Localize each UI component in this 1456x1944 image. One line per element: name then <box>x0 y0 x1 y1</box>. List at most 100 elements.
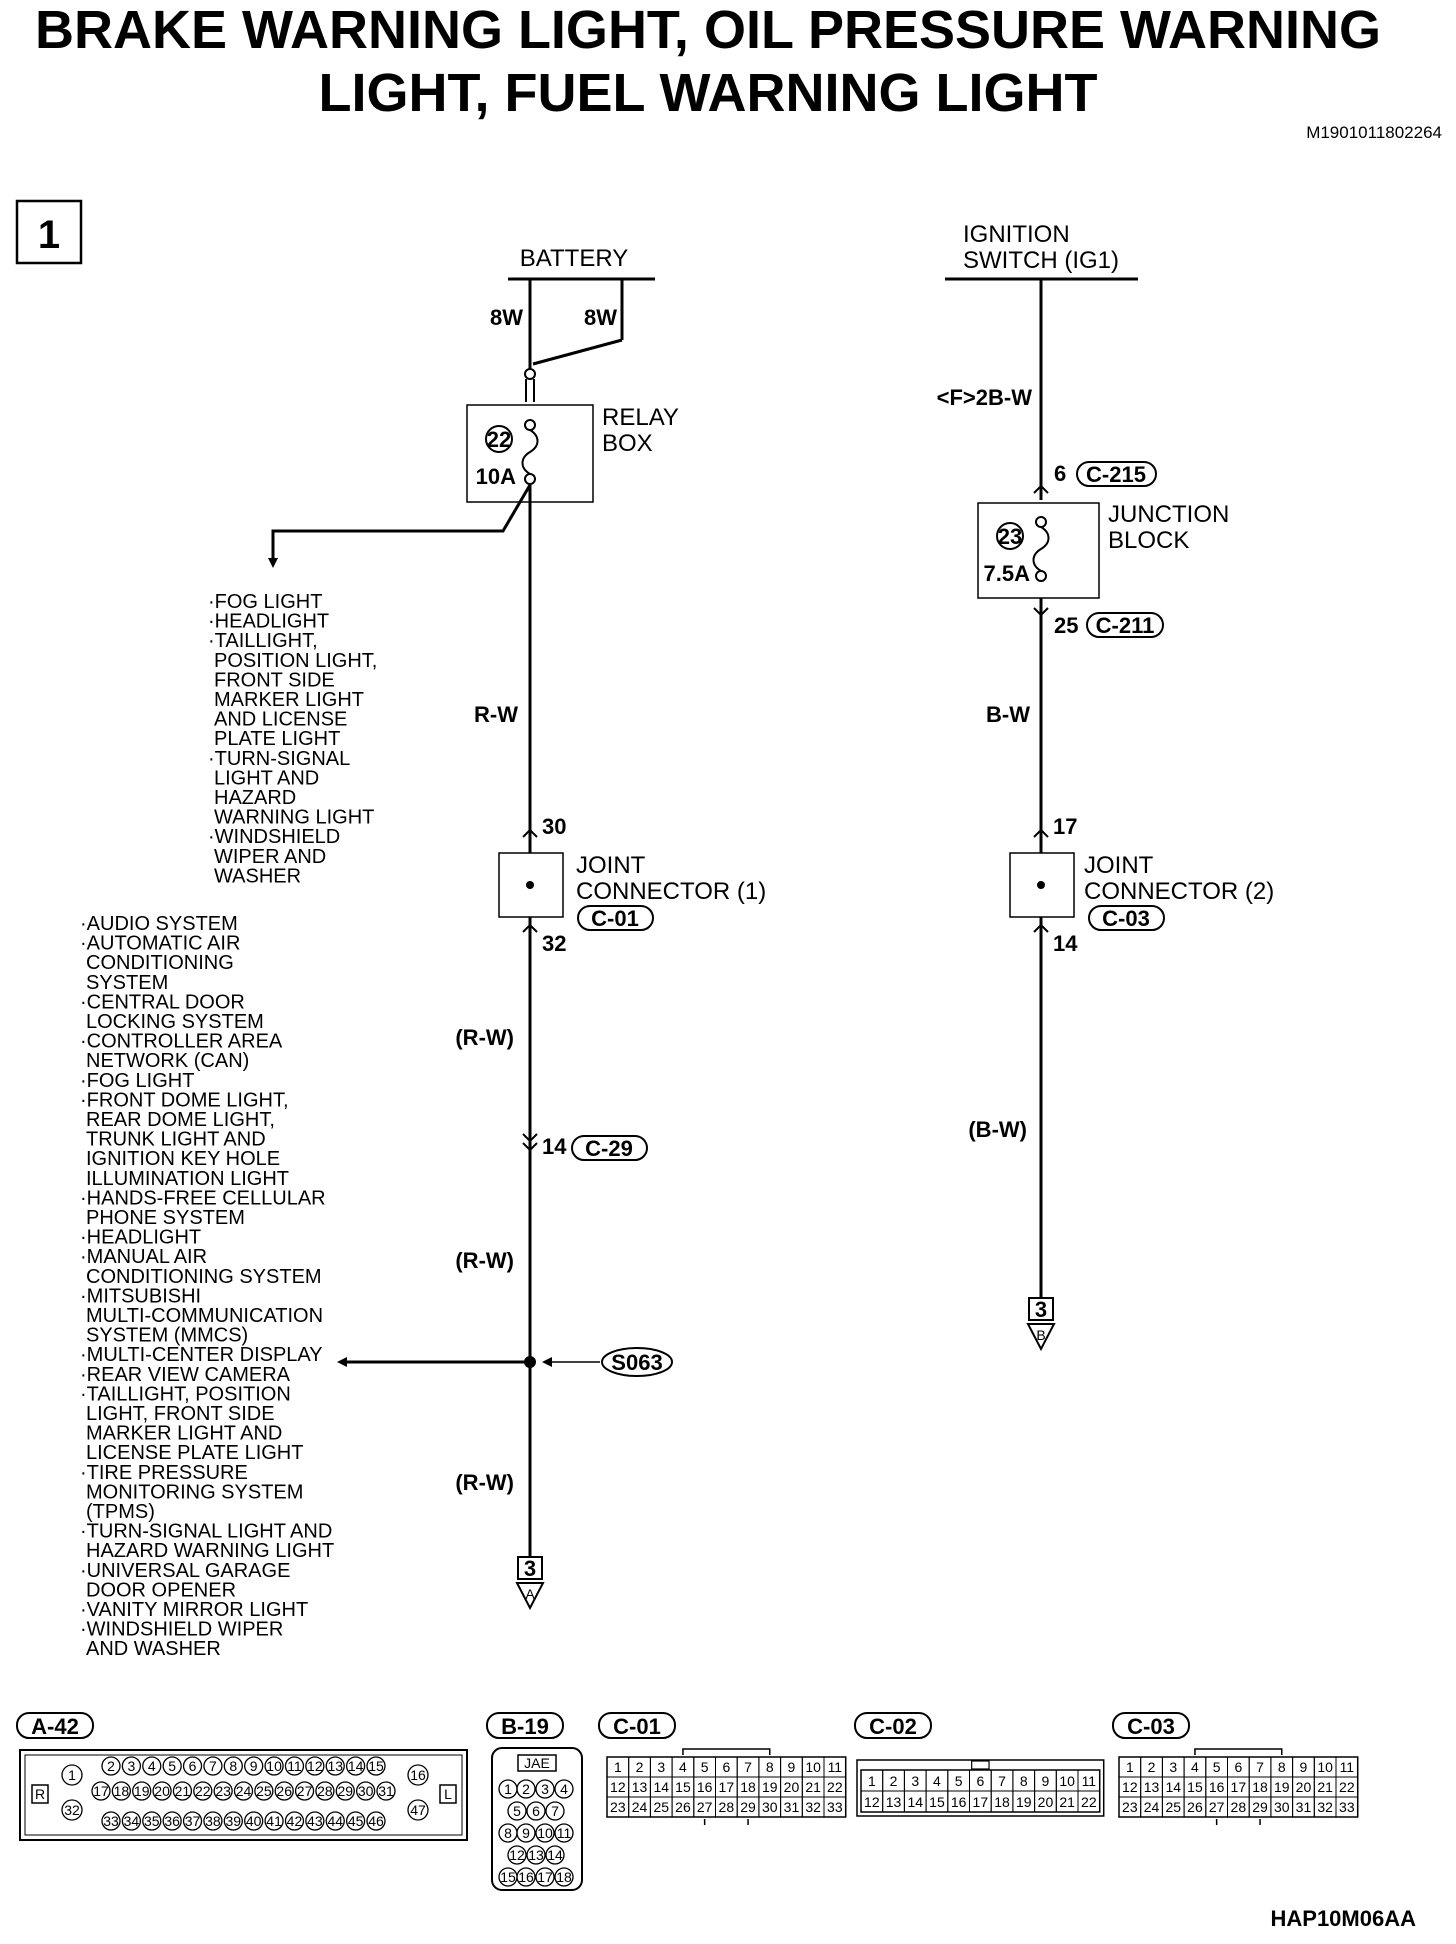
relay-box-label-1: RELAY <box>602 404 679 431</box>
connector-c02-pin: 5 <box>955 1773 963 1789</box>
connector-c01-pin: 29 <box>740 1799 756 1815</box>
splice-s063-oval <box>601 1347 673 1377</box>
connector-a42-pin: 21 <box>175 1783 191 1799</box>
branch-destination-item: ·TURN-SIGNAL <box>208 748 350 770</box>
connector-c01-pin: 11 <box>828 1759 843 1775</box>
splice-destination-item: ·CENTRAL DOOR <box>80 991 245 1013</box>
connector-a42-pin: 41 <box>266 1813 282 1829</box>
splice-destination-item: ·TIRE PRESSURE <box>80 1462 248 1484</box>
connector-a42-pin-circle <box>244 1756 264 1776</box>
fuse-23-circle <box>996 522 1024 550</box>
splice-destination-item: ILLUMINATION LIGHT <box>86 1168 289 1190</box>
connector-c03-pin: 12 <box>1122 1779 1138 1795</box>
page-number-box <box>15 199 83 265</box>
connector-b19-pin: 17 <box>537 1869 553 1885</box>
connector-c01-tag <box>598 1712 676 1739</box>
connector-c01-pin: 2 <box>636 1759 644 1775</box>
connector-a42-inner <box>24 1754 463 1836</box>
wire-label-f-2b-w: <F>2B-W <box>937 385 1033 410</box>
battery-wire-join <box>532 338 623 366</box>
goto-page-3b-arrow[interactable] <box>1026 1323 1056 1352</box>
connector-c03-pin: 17 <box>1231 1779 1247 1795</box>
connector-c03-pin: 31 <box>1296 1799 1312 1815</box>
connector-c01-pin: 23 <box>610 1799 626 1815</box>
connector-c01-pin: 32 <box>805 1799 821 1815</box>
joint-connector-1-node <box>526 881 534 889</box>
connector-c01-keys <box>703 1819 749 1825</box>
connector-b19-tag <box>486 1712 564 1739</box>
connector-a42-pin: 10 <box>266 1758 282 1774</box>
connector-c01-pin: 3 <box>657 1759 665 1775</box>
goto-page-3a-box[interactable] <box>517 1556 543 1580</box>
splice-destination-item: ·CONTROLLER AREA <box>80 1031 283 1053</box>
connector-b19-pin: 1 <box>504 1781 512 1797</box>
connector-a42-pin-circle <box>366 1756 386 1776</box>
fuse-22-top-terminal <box>524 419 536 431</box>
connector-a42-pin-circle <box>376 1781 396 1801</box>
connector-c01-pin: 28 <box>719 1799 735 1815</box>
ignition-switch-label-1: IGNITION <box>963 221 1070 248</box>
connector-c02-housing <box>856 1759 1105 1817</box>
connector-c03-pin: 33 <box>1339 1799 1355 1815</box>
fuse-22-element <box>521 429 539 475</box>
branch-destination-item: WIPER AND <box>214 846 326 868</box>
joint-connector-2-node <box>1037 881 1045 889</box>
connector-a42-pin-circle <box>121 1756 142 1776</box>
connector-a42-pin: 9 <box>250 1758 258 1774</box>
connector-b19-pin: 5 <box>513 1803 521 1819</box>
connector-a42-pin: 14 <box>348 1758 364 1774</box>
connector-c03-pin: 1 <box>1126 1759 1134 1775</box>
splice-destination-item: ·AUDIO SYSTEM <box>80 913 238 935</box>
connector-a42-pin: 37 <box>185 1813 201 1829</box>
wire-label-r-w: R-W <box>474 702 518 727</box>
branch-destination-item: ·WINDSHIELD <box>208 826 340 848</box>
connector-c03-keys <box>1215 1819 1261 1825</box>
connector-a42-pin-circle <box>61 1799 83 1821</box>
junction-block-label-1: JUNCTION <box>1108 501 1229 528</box>
connector-a42-pin-circle <box>345 1811 366 1831</box>
connector-a42-pin: 46 <box>368 1813 384 1829</box>
connector-c02-pin: 16 <box>951 1794 967 1810</box>
joint-connector-2-in-pin: 17 <box>1053 814 1077 839</box>
connector-a42-pin-circle <box>162 1756 182 1776</box>
connector-c01-pin: 19 <box>762 1779 778 1795</box>
connector-a42-pin: 35 <box>144 1813 160 1829</box>
connector-c03-pin: 13 <box>1144 1779 1160 1795</box>
connector-c02-pin: 7 <box>998 1773 1006 1789</box>
goto-page-3b-box[interactable] <box>1028 1297 1054 1321</box>
splice-destination-item: TRUNK LIGHT AND <box>86 1129 266 1151</box>
connector-c03-tag <box>1112 1712 1190 1739</box>
branch-destination-item: WARNING LIGHT <box>214 807 374 829</box>
connector-a42-pin: 20 <box>154 1783 170 1799</box>
connector-c03-pin: 11 <box>1340 1759 1355 1775</box>
connector-c03-pin: 10 <box>1317 1759 1333 1775</box>
title-line-2: LIGHT, FUEL WARNING LIGHT <box>319 63 1098 123</box>
connector-c01-latch <box>682 1748 771 1755</box>
connector-c02-pin: 12 <box>864 1794 880 1810</box>
connector-b19-pin-circle <box>535 1779 555 1799</box>
goto-page-3a-arrow[interactable] <box>515 1582 545 1611</box>
connector-a42-pin: 17 <box>93 1783 109 1799</box>
splice-destination-item: ·MULTI-CENTER DISPLAY <box>80 1344 323 1366</box>
connector-c02-cell <box>1077 1790 1101 1813</box>
connector-a42-pin-circle <box>203 1811 223 1831</box>
goto-page-3b-number: 3 <box>1035 1297 1047 1322</box>
connector-b19-pin: 10 <box>537 1825 553 1841</box>
connector-a42-pin-circle <box>162 1811 182 1831</box>
connector-a42-pin-circle <box>244 1811 264 1831</box>
connector-b19-label: B-19 <box>501 1714 549 1739</box>
connector-c01-pin: 20 <box>784 1779 800 1795</box>
connector-b19-pin-circle <box>526 1845 546 1865</box>
connector-b19-pin: 3 <box>541 1781 549 1797</box>
connector-a42-pin: 31 <box>378 1783 394 1799</box>
connector-c02-pin: 13 <box>886 1794 902 1810</box>
connector-c01-pin: 30 <box>762 1799 778 1815</box>
connector-b19-pin: 8 <box>504 1825 512 1841</box>
connector-a42-pin-circle <box>355 1781 376 1801</box>
connector-a42-pin-circle <box>284 1756 305 1776</box>
connector-c02-label: C-02 <box>869 1714 917 1739</box>
connector-c01-pin: 7 <box>744 1759 752 1775</box>
splice-destination-item: AND WASHER <box>86 1638 221 1660</box>
connector-a42-pin: 28 <box>317 1783 333 1799</box>
